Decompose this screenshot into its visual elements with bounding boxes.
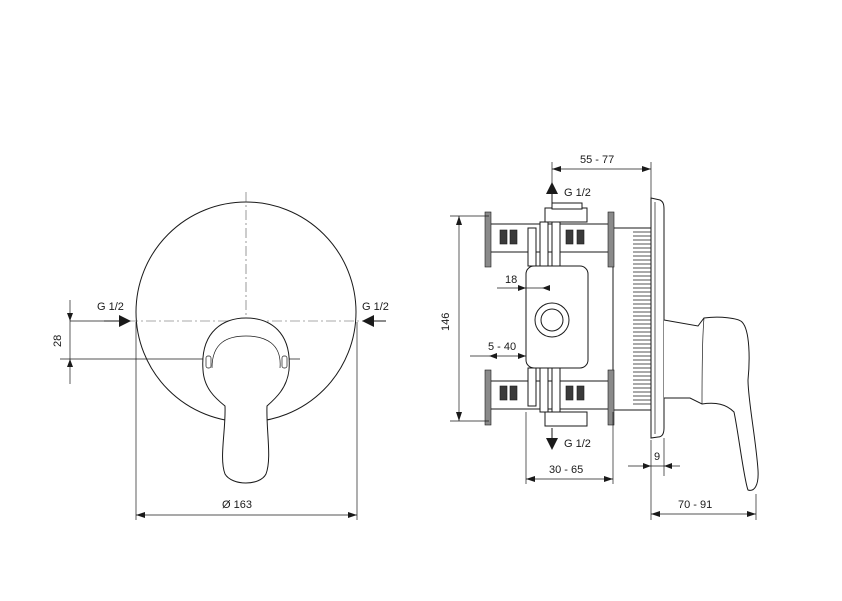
diameter-dimension (135, 322, 358, 520)
threaded-body (612, 227, 652, 411)
bottom-outlet-arrow (546, 428, 558, 450)
wall-plate (650, 197, 665, 439)
side-view: G 1/2 G 1/2 55 - 77 146 (440, 154, 759, 520)
side-lever-handle (663, 316, 759, 491)
handle-depth-dimension (650, 440, 757, 520)
height-dimension (450, 215, 489, 422)
dim-5-40 (470, 353, 526, 359)
side-outlet-bottom-label: G 1/2 (564, 438, 591, 450)
side-height-label: 146 (440, 313, 452, 331)
front-offset-label: 28 (52, 335, 64, 347)
lever-handle (202, 317, 290, 484)
handle-slot-left (205, 355, 212, 369)
lever-handle-inner (211, 335, 281, 369)
side-dim-18-label: 18 (505, 274, 517, 286)
side-depth-bottom-label: 30 - 65 (549, 464, 583, 476)
right-inlet-arrow (362, 315, 386, 327)
side-dim-9-label: 9 (654, 451, 660, 463)
outlet-port-inner (540, 308, 564, 332)
upper-manifold (484, 202, 615, 268)
dim-18 (497, 285, 550, 291)
offset-dimension (67, 300, 110, 384)
front-inlet-right-label: G 1/2 (362, 301, 389, 313)
side-range-5-40-label: 5 - 40 (488, 341, 516, 353)
side-depth-top-label: 55 - 77 (580, 154, 614, 166)
front-inlet-left-label: G 1/2 (97, 301, 124, 313)
handle-slot-right (281, 355, 288, 369)
front-diameter-label: Ø 163 (222, 499, 252, 511)
side-handle-depth-label: 70 - 91 (678, 499, 712, 511)
depth-bottom-dimension (525, 412, 614, 484)
depth-top-dimension (551, 162, 652, 208)
front-view: G 1/2 G 1/2 28 Ø 163 (52, 192, 389, 520)
thread-lines (633, 231, 651, 405)
dim-9 (628, 438, 680, 476)
lower-manifold (484, 367, 615, 427)
side-outlet-top-label: G 1/2 (564, 187, 591, 199)
